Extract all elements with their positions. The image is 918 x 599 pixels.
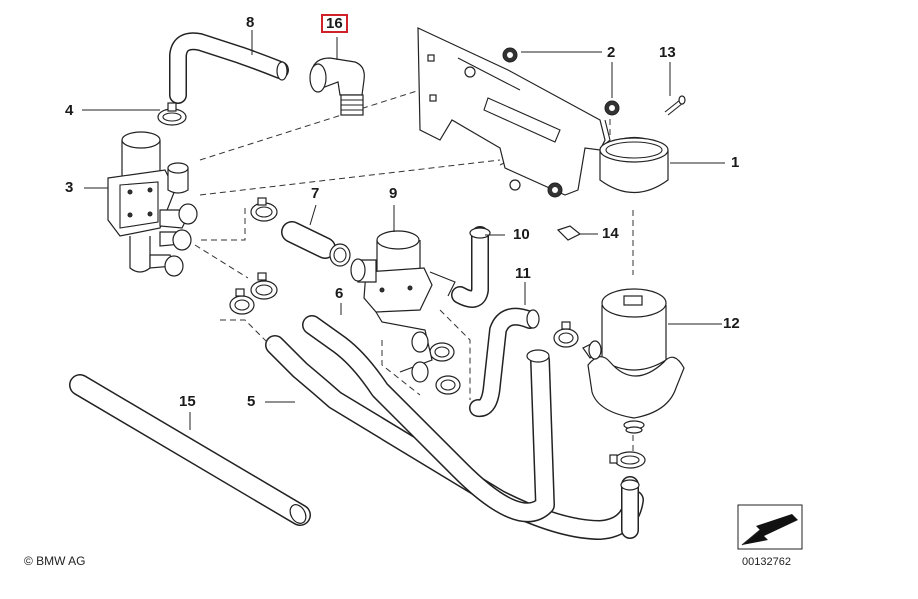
screw-13 xyxy=(664,95,686,116)
hose-clamps xyxy=(157,102,646,469)
callout-11: 11 xyxy=(515,265,531,282)
hose-ends xyxy=(526,309,640,539)
callout-4: 4 xyxy=(65,102,74,119)
hose-8 xyxy=(169,32,289,104)
mounting-bracket xyxy=(417,27,611,196)
callout-8: 8 xyxy=(246,14,255,31)
callout-10: 10 xyxy=(513,226,530,243)
dashed-lines xyxy=(194,89,634,455)
water-valve-9 xyxy=(350,230,456,383)
hose-11 xyxy=(469,307,539,418)
hose-5 xyxy=(265,335,644,540)
reference-number: 00132762 xyxy=(742,556,791,568)
clip-nut-14 xyxy=(556,225,582,241)
callout-16-highlighted[interactable]: 16 xyxy=(321,14,348,33)
callout-15: 15 xyxy=(179,393,196,410)
callout-13: 13 xyxy=(659,44,676,61)
hose-15 xyxy=(69,374,311,526)
callout-2: 2 xyxy=(607,44,616,61)
callout-3: 3 xyxy=(65,179,74,196)
holder-ring-1 xyxy=(599,137,669,193)
copyright-text: © BMW AG xyxy=(24,554,86,568)
grommets-2 xyxy=(502,47,620,198)
water-valve-3 xyxy=(107,131,198,277)
callout-9: 9 xyxy=(389,185,398,202)
elbow-fitting-16 xyxy=(309,57,365,116)
callout-5: 5 xyxy=(247,393,256,410)
water-pump-12 xyxy=(582,288,685,434)
callout-6: 6 xyxy=(335,285,344,302)
callout-1: 1 xyxy=(731,154,740,171)
leader-lines xyxy=(82,30,725,430)
callout-12: 12 xyxy=(723,315,740,332)
hose-7 xyxy=(281,221,336,259)
callout-14: 14 xyxy=(602,225,619,242)
hose-6 xyxy=(302,315,555,523)
reference-arrow-icon xyxy=(737,504,803,550)
callout-7: 7 xyxy=(311,185,320,202)
hose-10 xyxy=(451,226,491,308)
